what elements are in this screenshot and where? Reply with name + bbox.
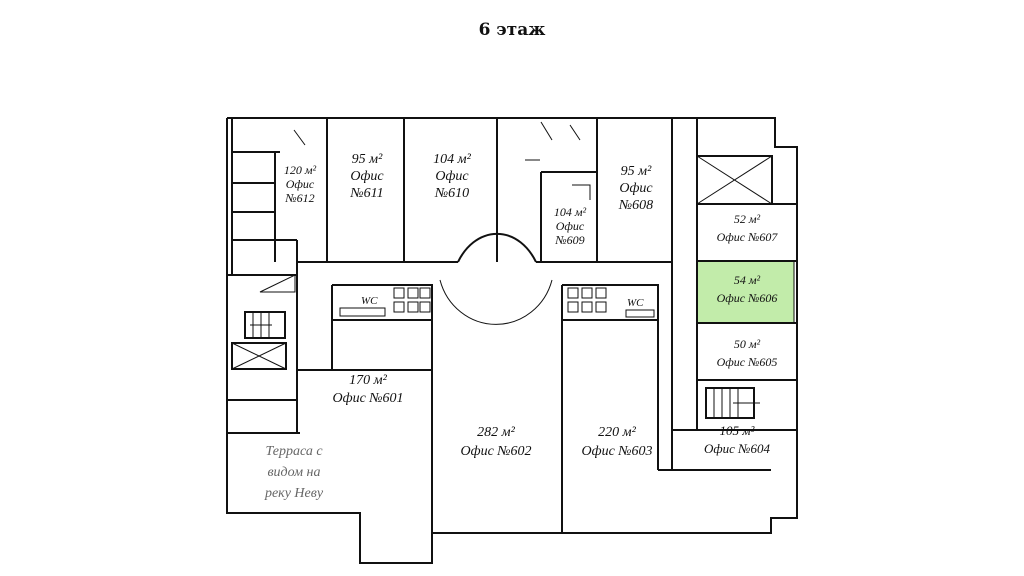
office-609-area: 104 м² (554, 205, 587, 219)
top-offices-walls (227, 118, 673, 370)
office-601-area: 170 м² (349, 373, 387, 388)
office-607-line: Офис №607 (717, 230, 779, 244)
office-612-num: №612 (284, 191, 314, 205)
building-outline (226, 117, 798, 564)
office-608-num: №608 (618, 198, 653, 213)
left-core (227, 274, 300, 434)
office-603-area: 220 м² (598, 425, 636, 440)
office-607-area: 52 м² (734, 212, 761, 226)
office-608-name: Офис (619, 181, 653, 196)
office-611-name: Офис (350, 169, 384, 184)
terrace-line2: видом на (267, 465, 320, 480)
office-603-line: Офис №603 (582, 444, 653, 459)
terrace-line3: реку Неву (264, 486, 324, 501)
office-611-area: 95 м² (352, 152, 383, 167)
wc-left-label: WC (361, 295, 378, 307)
office-602-area: 282 м² (477, 425, 515, 440)
office-609-name: Офис (556, 219, 585, 233)
office-601-line: Офис №601 (333, 391, 404, 406)
floor-title: 6 этаж (478, 20, 546, 40)
office-608-area: 95 м² (621, 164, 652, 179)
office-606-line: Офис №606 (717, 291, 778, 305)
office-605-line: Офис №605 (717, 355, 778, 369)
office-604-area: 105 м² (720, 423, 756, 438)
office-612-name: Офис (286, 177, 315, 191)
right-core-walls (671, 118, 797, 471)
office-612-area: 120 м² (284, 163, 317, 177)
office-610-num: №610 (434, 186, 469, 201)
wc-right: WC (561, 284, 659, 321)
terrace-line1: Терраса с (265, 444, 323, 459)
wc-right-label: WC (627, 297, 644, 309)
wc-left: WC (331, 284, 433, 321)
office-606-area: 54 м² (734, 273, 761, 287)
office-606-highlight[interactable] (696, 260, 795, 324)
office-602-line: Офис №602 (461, 444, 532, 459)
terrace-area (228, 434, 358, 512)
lower-offices-walls (296, 320, 672, 533)
office-610-area: 104 м² (433, 152, 471, 167)
office-605-area: 50 м² (734, 337, 761, 351)
office-604-line: Офис №604 (704, 441, 770, 456)
office-610-name: Офис (435, 169, 469, 184)
office-609-num: №609 (554, 233, 584, 247)
office-611-num: №611 (349, 186, 383, 201)
